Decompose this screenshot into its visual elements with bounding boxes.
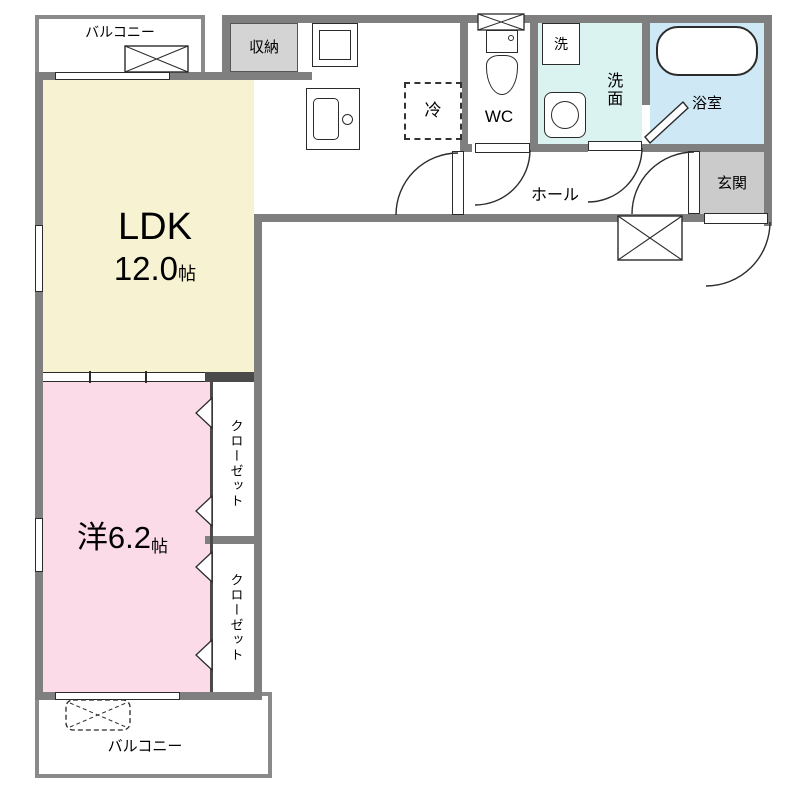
- wall-wc-left: [460, 15, 468, 152]
- wall-outer-left: [35, 72, 43, 700]
- balcony-bottom-label: バルコニー: [107, 738, 183, 756]
- wall-outer-right: [764, 15, 772, 226]
- storage-closet: [230, 23, 298, 72]
- bathroom-label: 浴室: [691, 95, 722, 113]
- closet-upper-label: クローゼット: [228, 419, 244, 509]
- washbasin-bowl-icon: [551, 101, 579, 129]
- ldk-door-arc: [395, 152, 459, 216]
- wall-ldk-top: [35, 72, 312, 80]
- entrance-hall-door-arc: [631, 151, 695, 215]
- wall-hall-top-a: [460, 144, 472, 152]
- entrance-area: [700, 152, 764, 214]
- shoe-cabinet-hatch-box: [617, 215, 683, 261]
- western-room: [43, 382, 210, 692]
- wall-wc-right: [530, 15, 538, 145]
- wall-closet-front: [210, 382, 213, 692]
- closet-lower-label: クローゼット: [228, 573, 244, 663]
- sliding-door-tick: [89, 371, 91, 383]
- entrance-hall-door-leaf: [688, 151, 700, 214]
- balcony-bottom: [35, 692, 272, 778]
- faucet-icon: [342, 114, 353, 125]
- wall-bath-left: [642, 15, 650, 105]
- fridge-space: [404, 82, 462, 140]
- toilet-tank-icon: [486, 30, 518, 53]
- wall-divider-stub: [200, 372, 254, 382]
- kitchen-counter-inner: [319, 30, 351, 60]
- window-ldk-top: [55, 72, 170, 80]
- laundry-label: 洗: [554, 35, 568, 52]
- fridge-label: 冷: [424, 101, 442, 121]
- front-door-arc: [705, 221, 771, 287]
- bathtub-icon: [656, 26, 758, 76]
- entrance-label: 玄関: [716, 175, 747, 193]
- wall-storage-left: [222, 15, 230, 80]
- hall-label: ホール: [530, 186, 579, 204]
- wall-hall-top-c: [642, 144, 772, 152]
- balcony-top-label: バルコニー: [85, 23, 155, 40]
- window-ldk-left: [35, 225, 43, 292]
- toilet-bowl-icon: [486, 55, 518, 95]
- toilet-flush-icon: [508, 35, 514, 41]
- laundry-pan: [542, 23, 580, 65]
- storage-label: 収納: [248, 38, 279, 56]
- wall-wing-top: [222, 15, 772, 23]
- wc-door-leaf: [475, 143, 530, 153]
- wc-label: WC: [484, 107, 514, 127]
- washroom-label: 洗面: [604, 72, 622, 108]
- sliding-door-partition: [43, 372, 205, 382]
- wall-closet-divider: [205, 536, 262, 544]
- sink-basin: [313, 98, 339, 140]
- window-western-left: [35, 518, 43, 572]
- ldk-door-leaf: [452, 151, 464, 215]
- window-western-bottom: [55, 692, 180, 700]
- wall-column-right: [254, 214, 262, 700]
- wall-wing-bottom: [254, 214, 772, 222]
- washroom-door-leaf: [588, 141, 642, 151]
- front-door-leaf: [704, 213, 768, 224]
- sliding-door-tick: [145, 371, 147, 383]
- ldk-room: [43, 80, 254, 372]
- wall-hall-top-b: [530, 144, 588, 152]
